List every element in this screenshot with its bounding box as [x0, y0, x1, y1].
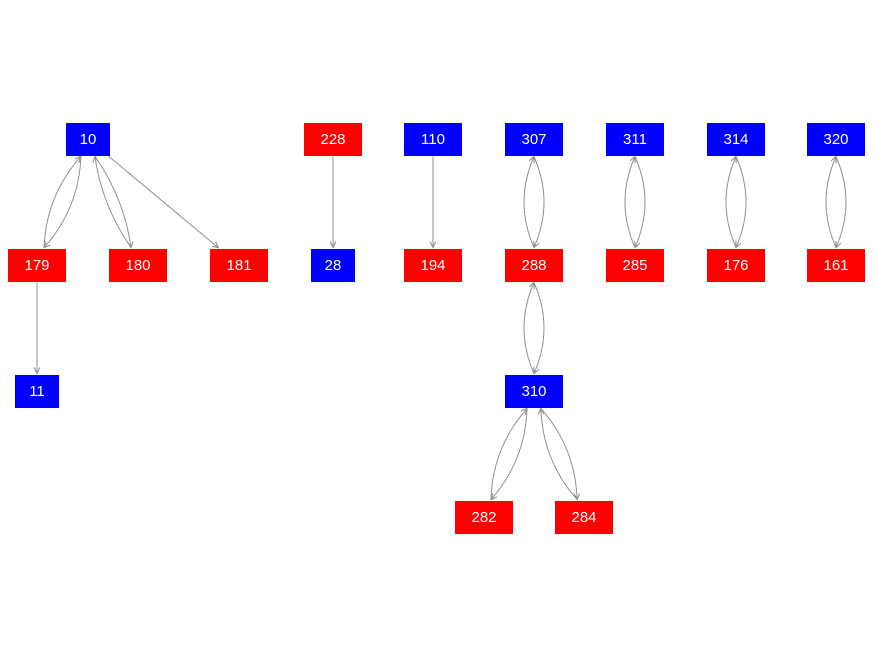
edge-307-288: [534, 156, 545, 248]
graph-node-320: 320: [807, 122, 865, 156]
edge-284-310: [541, 408, 578, 500]
graph-node-194: 194: [404, 248, 462, 282]
edge-10-181: [108, 155, 219, 248]
graph-node-161: 161: [807, 248, 865, 282]
graph-node-181: 181: [210, 248, 268, 282]
edge-288-310: [534, 282, 545, 374]
edge-176-314: [725, 157, 736, 248]
edge-288-307: [523, 157, 534, 248]
edge-320-161: [836, 156, 847, 248]
graph-node-314: 314: [707, 122, 765, 156]
edge-161-320: [825, 157, 836, 248]
edge-10-180: [94, 156, 131, 247]
edge-285-311: [624, 157, 635, 248]
graph-node-310: 310: [505, 374, 563, 408]
graph-node-285: 285: [606, 248, 664, 282]
edge-10-179: [44, 156, 82, 247]
edge-180-10: [95, 156, 132, 248]
edge-179-10: [43, 156, 81, 248]
graph-node-110: 110: [404, 122, 462, 156]
graph-node-307: 307: [505, 122, 563, 156]
edge-314-176: [736, 156, 747, 248]
edge-310-284: [540, 408, 577, 499]
edge-310-282: [491, 408, 528, 499]
graph-node-228: 228: [304, 122, 362, 156]
graph-node-11: 11: [15, 374, 59, 408]
graph-node-282: 282: [455, 500, 513, 534]
graph-node-10: 10: [66, 122, 110, 156]
graph-node-176: 176: [707, 248, 765, 282]
edge-310-288: [523, 283, 534, 374]
edge-311-285: [635, 156, 646, 248]
edge-282-310: [490, 408, 527, 500]
graph-node-311: 311: [606, 122, 664, 156]
graph-node-180: 180: [109, 248, 167, 282]
graph-node-28: 28: [311, 248, 355, 282]
graph-node-284: 284: [555, 500, 613, 534]
graph-node-288: 288: [505, 248, 563, 282]
graph-node-179: 179: [8, 248, 66, 282]
